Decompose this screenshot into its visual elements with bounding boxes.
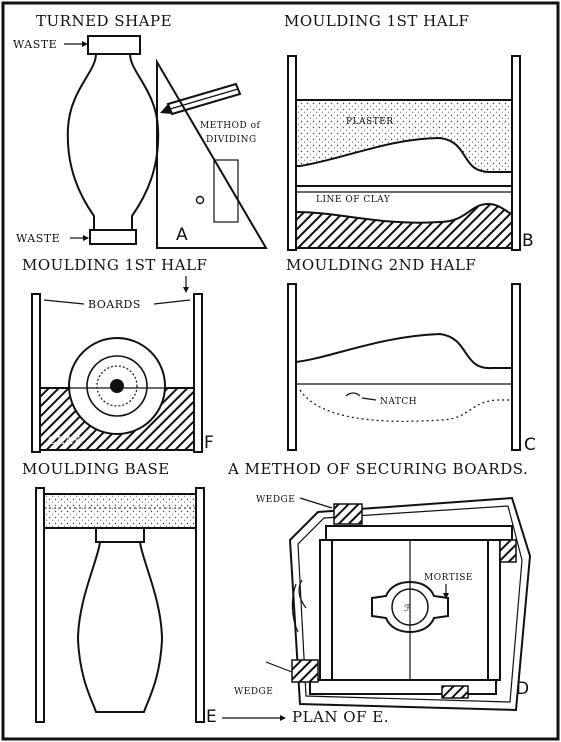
wedge-bottom-label: WEDGE: [234, 687, 273, 697]
panel-a-turned-shape: TURNED SHAPE WASTE METHOD of DIVIDING WA…: [13, 12, 266, 248]
panel-f-right-board: [194, 294, 202, 452]
plaster-label: PLASTER: [346, 117, 394, 127]
panel-b-title: MOULDING 1ST HALF: [284, 12, 469, 30]
triangle-slot: [214, 160, 238, 222]
boards-label: BOARDS: [88, 298, 141, 311]
method-label-2: DIVIDING: [206, 135, 257, 145]
dividing-triangle: [157, 62, 266, 248]
panel-e-right-board: [196, 488, 204, 722]
panel-b-clay: [296, 204, 512, 248]
base-center: [110, 379, 124, 393]
panel-f-moulding-first-half: MOULDING 1ST HALF BOARDS CLAY F: [22, 256, 214, 453]
panel-c-profile: [296, 334, 512, 368]
board-right-wedge: [500, 540, 516, 562]
board-top: [326, 526, 512, 540]
panel-e-inverted-vase: [78, 542, 162, 712]
wedge-bottom-arrow: [266, 662, 292, 672]
clay-label: CLAY: [48, 434, 81, 447]
panel-e-base-block: [96, 528, 144, 542]
waste-bottom-arrowhead: [83, 235, 89, 241]
panel-e-top-plate: [44, 494, 196, 528]
board-bottom-wedge: [442, 686, 468, 698]
vase-bottom-waste: [90, 230, 136, 244]
panel-d-title: A METHOD OF SECURING BOARDS.: [227, 460, 528, 478]
panel-d-letter: D: [516, 679, 530, 699]
board-left: [320, 540, 332, 680]
wedge-top-block: [334, 504, 362, 524]
boards-arrow-right: [154, 300, 190, 304]
panel-c-left-board: [288, 284, 296, 450]
panel-e-title: MOULDING BASE: [22, 460, 170, 478]
mortise-label: MORTISE: [424, 573, 473, 583]
panel-c-title: MOULDING 2ND HALF: [286, 256, 476, 274]
panel-f-title: MOULDING 1ST HALF: [22, 256, 207, 274]
natch-arrow: [362, 398, 376, 400]
plan-label: PLAN OF E.: [292, 708, 389, 726]
waste-top-label: WASTE: [13, 38, 57, 51]
mortise-monogram: ℱ: [404, 604, 412, 614]
panel-c-moulding-second-half: MOULDING 2ND HALF NATCH C: [286, 256, 536, 455]
boards-arrow-left: [44, 300, 84, 304]
panel-b-moulding-first-half: MOULDING 1ST HALF PLASTER LINE OF CLAY B: [284, 12, 534, 251]
panel-e-right-arrowhead: [280, 715, 286, 721]
panel-f-letter: F: [204, 433, 214, 453]
panel-a-title: TURNED SHAPE: [36, 12, 172, 30]
panel-f-left-board: [32, 294, 40, 452]
panel-c-letter: C: [524, 435, 536, 455]
panel-b-left-board: [288, 56, 296, 250]
panel-a-letter: A: [176, 225, 188, 245]
wedge-top-label: WEDGE: [256, 495, 295, 505]
pencil-stripe: [170, 89, 238, 109]
waste-bottom-label: WASTE: [16, 232, 60, 245]
natch-label: NATCH: [380, 397, 417, 407]
triangle-hole: [197, 197, 204, 204]
method-label-1: METHOD of: [200, 121, 261, 131]
panel-f-down-arrowhead: [183, 287, 189, 293]
panel-c-right-board: [512, 284, 520, 450]
wedge-bottom-block: [292, 660, 318, 682]
panel-b-right-board: [512, 56, 520, 250]
vase-body: [68, 54, 158, 230]
board-right: [488, 540, 500, 680]
wedge-top-arrow: [300, 498, 332, 508]
line-of-clay-label: LINE OF CLAY: [316, 195, 391, 205]
panel-b-letter: B: [522, 231, 534, 251]
panel-d-securing-boards: A METHOD OF SECURING BOARDS. ℱ MORTISE W…: [227, 460, 530, 726]
vase-top-waste: [88, 36, 140, 54]
natch-mark: [346, 393, 360, 396]
panel-e-left-board: [36, 488, 44, 722]
panel-e-letter: E: [206, 707, 217, 727]
